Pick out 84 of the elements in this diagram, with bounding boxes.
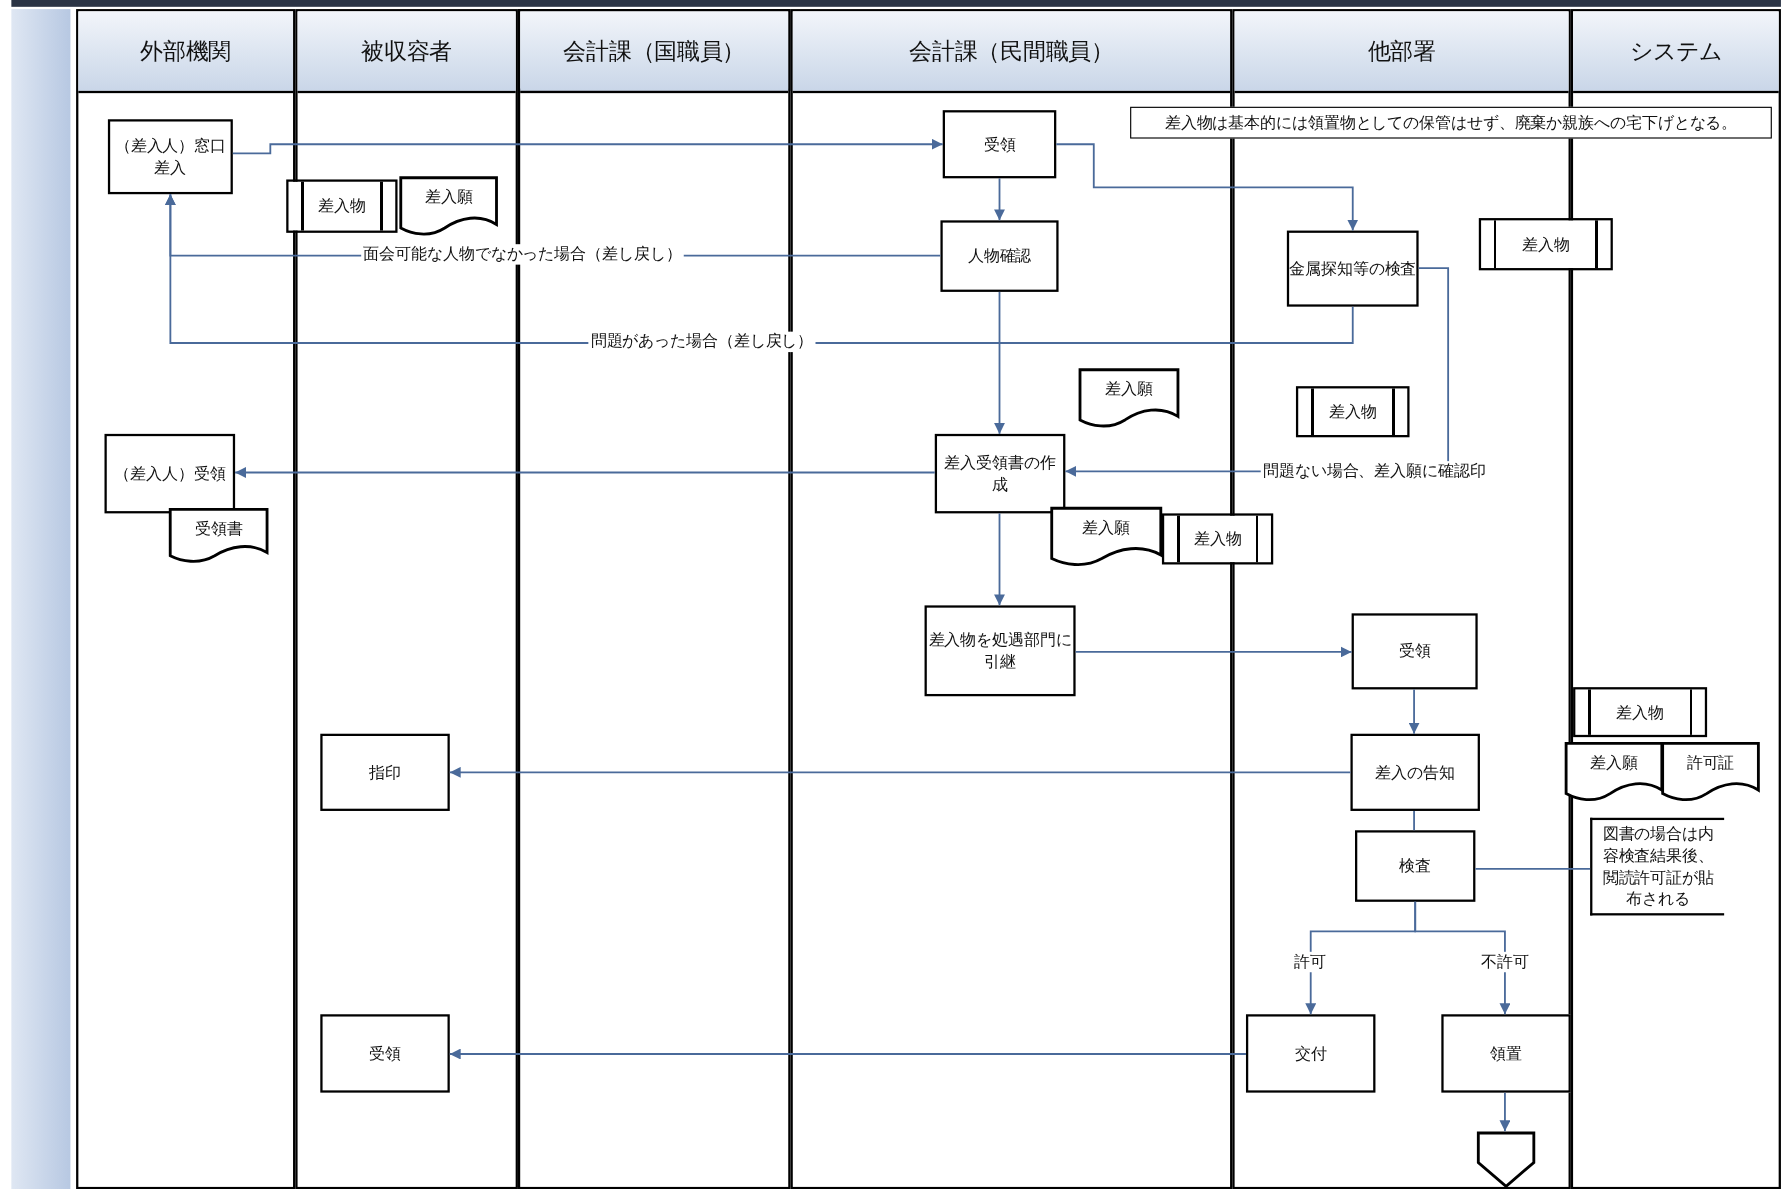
swimlane [76,9,296,1189]
step-label: 差入の告知 [1375,761,1455,783]
arrow [1499,1091,1511,1133]
lane-title: 会計課（民間職員） [908,36,1115,66]
process-box [942,110,1057,179]
process-box [320,1014,450,1093]
step-label: 差入物 [1193,528,1242,550]
annotation-bracket [1590,817,1725,916]
edge-label: 不許可 [1478,951,1532,973]
lane-title: 被収容者 [360,36,454,66]
step-label: 受領 [369,1042,401,1065]
process-box [107,119,233,195]
item-box [1295,386,1410,438]
off-page-connector [1476,1131,1536,1189]
step-label: 受領書 [194,518,243,540]
step-label: 受領 [1398,640,1431,662]
process-box [1286,230,1419,307]
leader-line [1474,868,1592,870]
process-box [1350,733,1480,811]
arrow [1408,688,1420,735]
step-label: 差入願 [424,186,473,208]
arrow [994,177,1005,222]
arrow [231,138,944,155]
step-label: （差入人）受領 [114,463,226,485]
step-label: 差入物 [1521,233,1570,255]
edge-label: 許可 [1291,951,1328,973]
step-label: 交付 [1294,1042,1327,1065]
process-box [1245,1014,1376,1093]
step-label: 領置 [1490,1042,1522,1065]
document-shape [1079,369,1179,429]
arrow [1074,646,1353,658]
lane-title: 他部署 [1366,36,1437,66]
step-label: 金属探知等の検査 [1289,258,1417,280]
step-label: 指印 [369,761,401,783]
arrow [994,291,1005,435]
lane-title: システム [1629,36,1723,66]
document-shape [1661,742,1760,802]
process-box [934,433,1066,514]
edge-label: 問題があった場合（差し戻し） [588,331,816,353]
step-label: 差入物 [1328,401,1377,423]
document-shape [399,177,498,237]
note-box [1130,106,1772,139]
step-label: 差入物を処遇部門に引継 [927,629,1073,673]
step-label: 差入物 [318,195,366,217]
step-label: 差入願 [1105,378,1153,400]
side-band [11,9,71,1189]
step-label: 人物確認 [967,245,1032,267]
lane-title: 会計課（国職員） [562,36,747,66]
step-label: （差入人）窓口差入 [113,135,227,179]
step-label: 差入物 [1616,701,1664,723]
item-box [286,179,398,233]
document-shape [169,508,269,564]
document-shape [1050,507,1162,567]
step-label: 差入願 [1590,752,1638,774]
item-box [1573,687,1708,738]
arrow [164,193,1354,344]
document-shape [1565,742,1663,802]
process-box [320,733,450,811]
step-label: 検査 [1399,855,1432,877]
connector-line [1413,810,1415,832]
process-box [1441,1014,1571,1093]
arrow [448,766,1352,778]
step-label: 許可証 [1686,752,1735,774]
edge-label: 面会可能な人物でなかった場合（差し戻し） [361,244,684,265]
process-box [940,220,1059,292]
item-box [1161,513,1274,565]
process-box [1355,830,1476,902]
note-text: 差入物は基本的には領置物としての保管はせず、廃棄か親族への宅下げとなる。 [1164,112,1738,134]
step-label: 差入願 [1082,516,1131,539]
process-box [104,433,236,514]
note-text: 図書の場合は内容検査結果後、閲読許可証が貼布される [1601,823,1715,910]
arrow [994,512,1005,607]
arrow [1055,143,1359,232]
step-label: 差入受領書の作成 [943,452,1057,495]
arrow [448,1048,1247,1060]
arrow [1414,900,1511,1016]
item-box [1478,218,1613,271]
lane-title: 外部機関 [139,36,233,66]
arrow [234,467,936,478]
arrow [1064,267,1450,477]
process-box [924,605,1076,697]
edge-label: 問題ない場合、差入願に確認印 [1260,461,1488,482]
step-label: 受領 [983,133,1016,155]
process-box [1351,613,1478,690]
